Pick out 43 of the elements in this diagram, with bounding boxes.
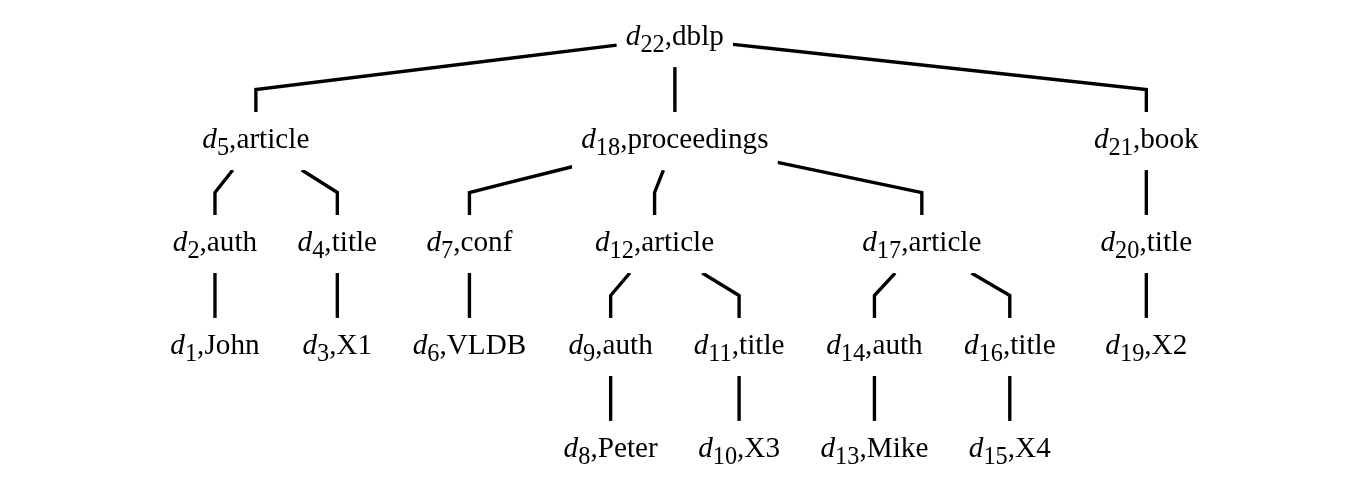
node-text: d$_{18}$,proceedings (581, 122, 769, 161)
connector (467, 273, 472, 318)
connector (608, 376, 613, 421)
node-text: d$_{15}$,X4 (968, 431, 1051, 470)
connector (673, 67, 677, 112)
node-text: d$_{16}$,title (963, 328, 1056, 367)
connector (777, 160, 924, 215)
node-text: d$_{3}$,X1 (302, 328, 373, 367)
node-text: d$_{1}$,John (170, 328, 260, 367)
node-text: d$_{20}$,title (1100, 225, 1193, 264)
node-text: d$_{10}$,X3 (698, 431, 781, 470)
connector (872, 376, 877, 421)
connector (1144, 170, 1148, 215)
connector (254, 43, 617, 112)
connector (335, 273, 339, 318)
node-text: d$_{9}$,auth (568, 328, 653, 367)
node-text: d$_{14}$,auth (826, 328, 923, 367)
connector (1008, 376, 1012, 421)
connector (608, 271, 632, 318)
connector (701, 271, 741, 318)
connector (467, 165, 573, 215)
node-text: d$_{6}$,VLDB (412, 328, 527, 367)
connector (970, 271, 1012, 318)
connector (872, 271, 897, 318)
node-text: d$_{5}$,article (202, 122, 310, 161)
connector (737, 376, 741, 421)
node-text: d$_{4}$,title (297, 225, 378, 264)
node-text: d$_{2}$,auth (172, 225, 258, 264)
node-text: d$_{22}$,dblp (625, 19, 724, 58)
node-text: d$_{12}$,article (594, 225, 715, 264)
connector (652, 169, 665, 215)
node-text: d$_{8}$,Peter (563, 431, 658, 470)
node-text: d$_{13}$,Mike (820, 431, 929, 470)
node-text: d$_{17}$,article (862, 225, 982, 264)
connector (213, 169, 235, 215)
node-text: d$_{7}$,conf (426, 225, 513, 264)
connector (213, 273, 217, 318)
node-text: d$_{11}$,title (693, 328, 785, 367)
connector (1144, 273, 1148, 318)
node-text: d$_{21}$,book (1094, 122, 1199, 161)
connector (732, 42, 1148, 112)
node-text: d$_{19}$,X2 (1105, 328, 1188, 367)
connector (300, 168, 339, 215)
